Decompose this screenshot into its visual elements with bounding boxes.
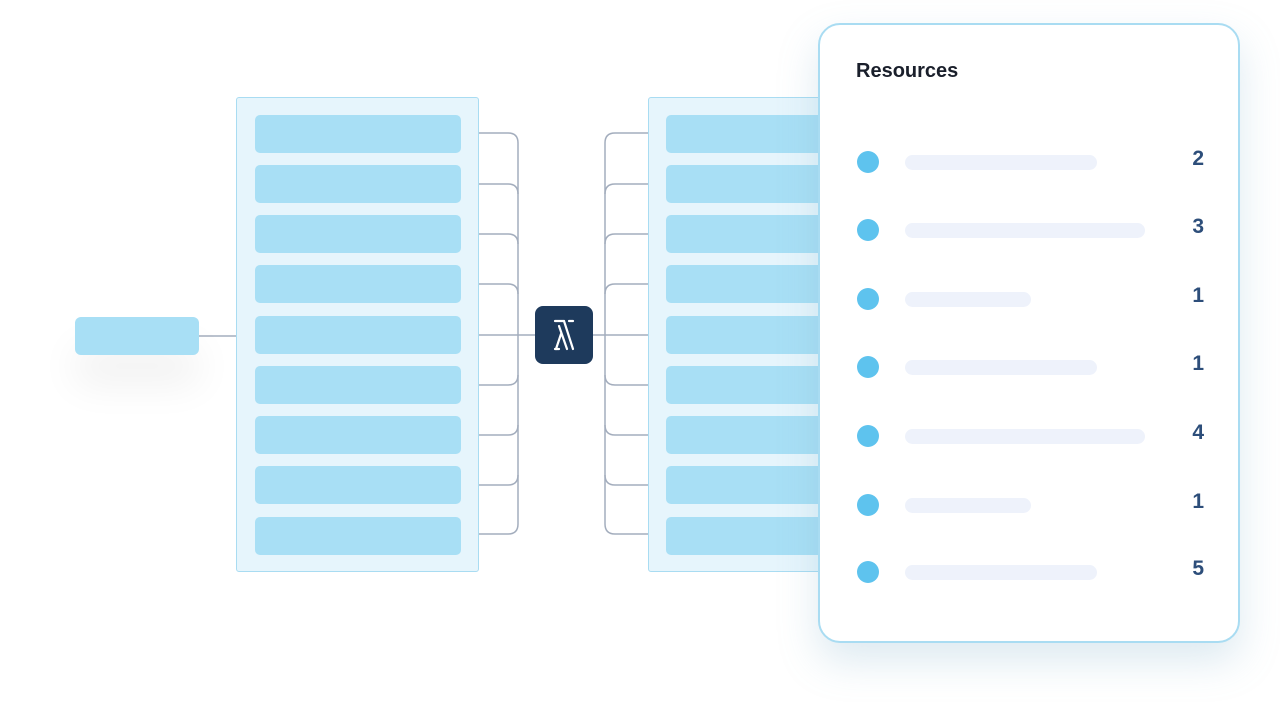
left-column-row <box>255 416 461 454</box>
dot-icon <box>857 494 879 516</box>
dot-icon <box>857 219 879 241</box>
resource-placeholder-bar <box>905 223 1145 238</box>
left-column-panel <box>236 97 479 572</box>
left-column-row <box>255 366 461 404</box>
resource-item: 4 <box>820 421 1238 451</box>
resource-placeholder-bar <box>905 498 1031 513</box>
resource-placeholder-bar <box>905 429 1145 444</box>
resource-count: 2 <box>1192 147 1204 170</box>
resource-placeholder-bar <box>905 155 1097 170</box>
resource-count: 4 <box>1192 421 1204 444</box>
dot-icon <box>857 356 879 378</box>
left-column-row <box>255 215 461 253</box>
resource-item: 1 <box>820 352 1238 382</box>
resource-count: 1 <box>1192 352 1204 375</box>
resource-count: 5 <box>1192 557 1204 580</box>
resource-count: 3 <box>1192 215 1204 238</box>
dot-icon <box>857 425 879 447</box>
left-column-row <box>255 115 461 153</box>
left-column-row <box>255 165 461 203</box>
logo-icon <box>553 319 575 351</box>
hub-logo <box>535 306 593 364</box>
left-column-row <box>255 517 461 555</box>
resource-placeholder-bar <box>905 292 1031 307</box>
resource-item: 3 <box>820 215 1238 245</box>
resource-item: 1 <box>820 284 1238 314</box>
resource-placeholder-bar <box>905 565 1097 580</box>
resource-count: 1 <box>1192 284 1204 307</box>
resource-count: 1 <box>1192 490 1204 513</box>
resource-placeholder-bar <box>905 360 1097 375</box>
dot-icon <box>857 151 879 173</box>
resources-title: Resources <box>856 60 959 82</box>
left-column-row <box>255 265 461 303</box>
left-column-row <box>255 316 461 354</box>
source-node <box>75 317 199 355</box>
resource-item: 2 <box>820 147 1238 177</box>
left-column-row <box>255 466 461 504</box>
resources-panel: Resources 2 3 1 1 4 1 5 <box>818 23 1240 643</box>
resource-item: 1 <box>820 490 1238 520</box>
dot-icon <box>857 561 879 583</box>
resource-item: 5 <box>820 557 1238 587</box>
dot-icon <box>857 288 879 310</box>
